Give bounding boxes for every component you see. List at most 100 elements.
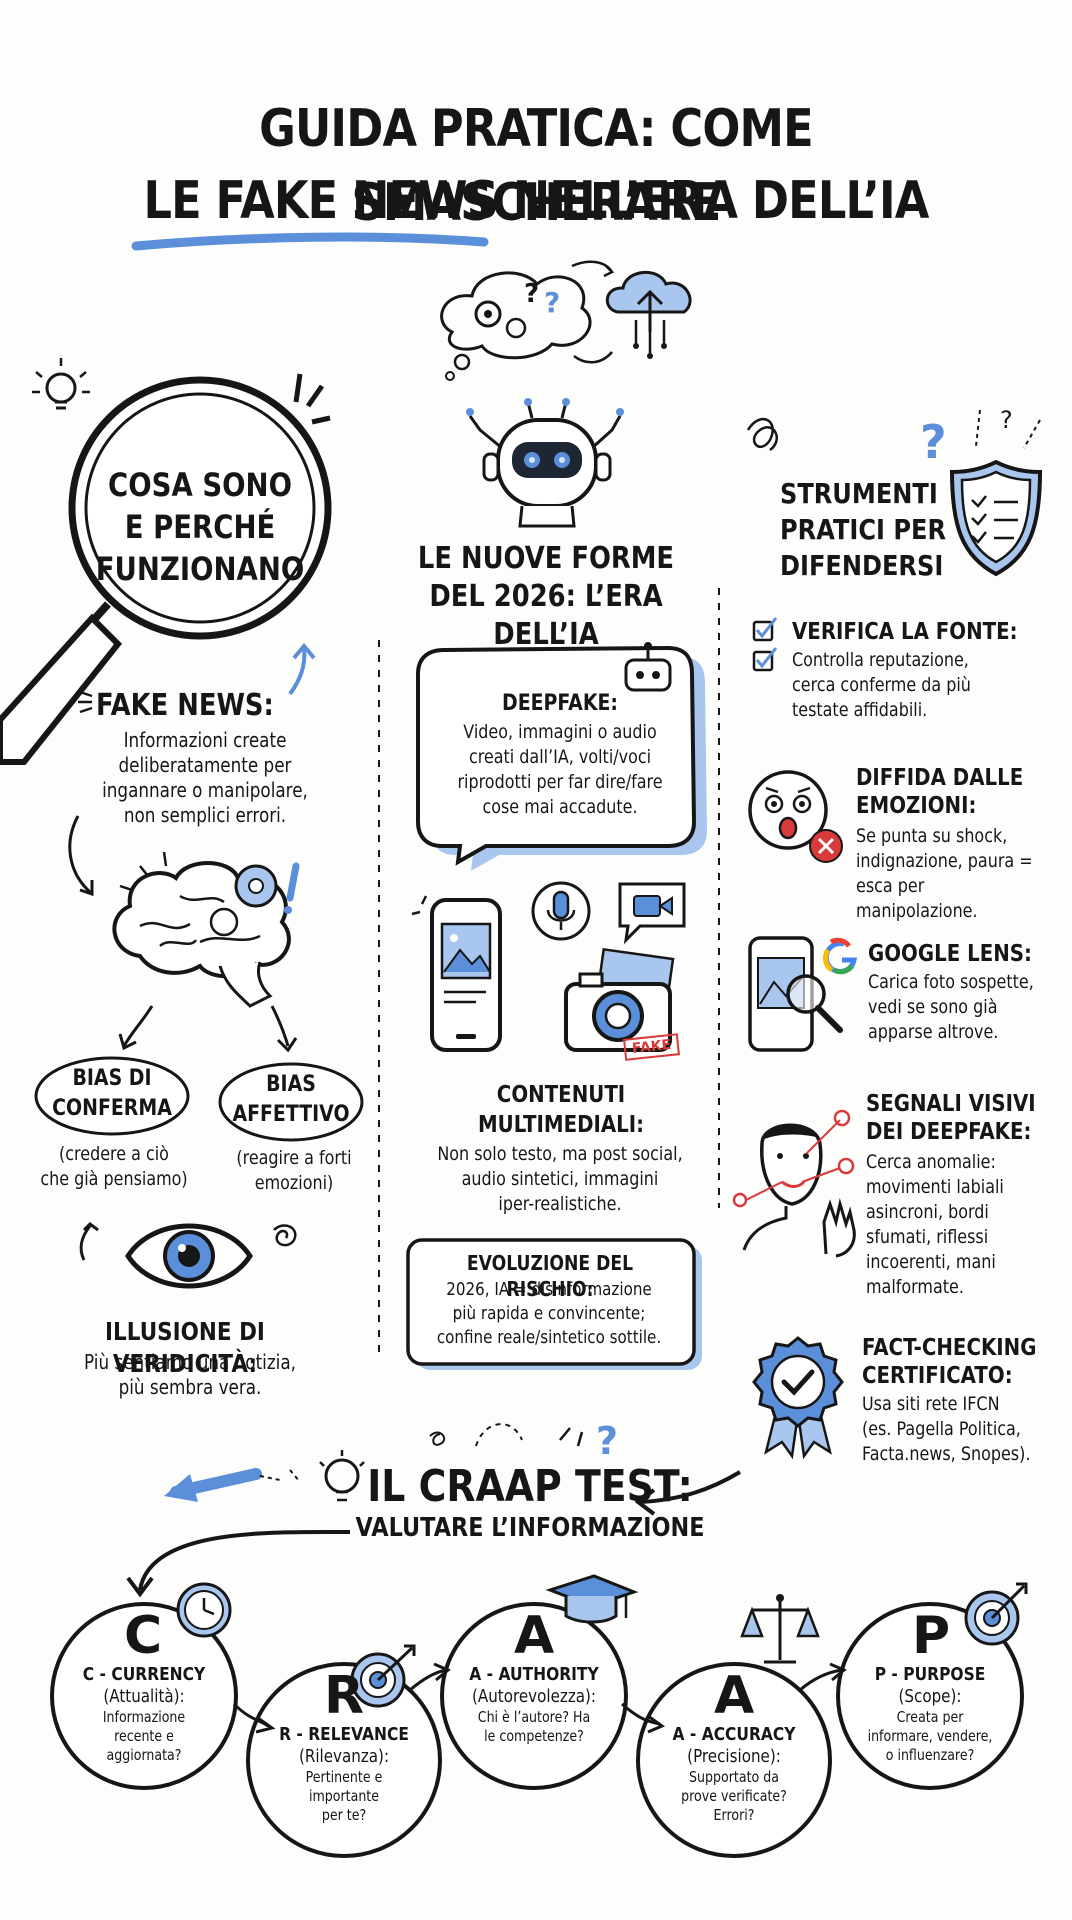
craap-desc-a-authority: le competenze?: [484, 1727, 584, 1745]
craap-name-a-accuracy: A - ACCURACY: [672, 1724, 796, 1745]
bias-conferma-desc: (credere a ciò: [59, 1143, 169, 1165]
diffida-desc: indignazione, paura =: [856, 850, 1033, 872]
craap-sub-a-authority: (Autorevolezza):: [471, 1686, 597, 1707]
fake-news-desc-line: non semplici errori.: [123, 803, 287, 827]
right-heading-line: DIFENDERSI: [780, 549, 944, 582]
lens-desc: apparse altrove.: [868, 1021, 999, 1043]
fake-news-label: FAKE NEWS:: [96, 688, 274, 723]
craap-desc-c: Informazione: [102, 1708, 186, 1726]
small-robot-icon: [624, 642, 672, 692]
eye-icon: [79, 1222, 297, 1289]
verifica-desc: cerca conferme da più: [792, 674, 971, 696]
craap-circle-p: [836, 1602, 1024, 1790]
craap-sub-c: (Attualità):: [103, 1686, 185, 1707]
center-heading-line: LE NUOVE FORME: [417, 541, 675, 576]
factcheck-label: CERTIFICATO:: [862, 1363, 1013, 1389]
fake-news-desc-line: deliberatamente per: [118, 753, 292, 777]
craap-name-a-authority: A - AUTHORITY: [469, 1664, 599, 1685]
craap-circle-a2: [636, 1662, 832, 1858]
column-divider: [718, 588, 720, 1208]
craap-desc-a-accuracy: Errori?: [713, 1806, 755, 1824]
multimedia-label: CONTENUTI: [496, 1082, 626, 1108]
bias-conferma-label: CONFERMA: [52, 1096, 172, 1121]
verifica-desc: Controlla reputazione,: [792, 649, 969, 671]
craap-letter-p: P: [912, 1606, 951, 1666]
craap-letter-r: R: [324, 1666, 365, 1726]
center-heading-line: DELL’IA: [493, 617, 599, 652]
bias-affettivo-desc: emozioni): [254, 1172, 334, 1194]
deepfake-speech-bubble: [416, 645, 707, 871]
lightbulb-icon: [32, 358, 90, 410]
right-heading-line: PRATICI PER: [780, 513, 947, 546]
deepfake-face-scan-icon: [732, 1109, 856, 1258]
craap-letter-a-authority: A: [514, 1606, 555, 1666]
lens-label: GOOGLE LENS:: [868, 941, 1032, 967]
diffida-label: EMOZIONI:: [856, 793, 977, 819]
deepfake-label: DEEPFAKE:: [502, 691, 618, 716]
title-underline: [131, 232, 489, 251]
illusione-label: ILLUSIONE DI VERIDICITÀ:: [105, 1317, 265, 1378]
multimedia-desc: Non solo testo, ma post social,: [437, 1143, 683, 1165]
craap-desc-c: recente e: [114, 1727, 174, 1745]
craap-sub-p: (Scope):: [898, 1686, 962, 1707]
thought-cloud-gears-icon: ? ?: [440, 271, 592, 381]
evoluzione-desc: confine reale/sintetico sottile.: [436, 1327, 662, 1348]
deepfake-desc: riprodotti per far dire/fare: [457, 771, 663, 793]
bias-affettivo-label: BIAS: [266, 1072, 316, 1097]
bias-conferma-bubble: [34, 1056, 190, 1136]
evoluzione-desc: 2026, IA = disinformazione: [446, 1279, 652, 1300]
evoluzione-desc: più rapida e convincente;: [452, 1303, 646, 1324]
craap-desc-a-accuracy: Supportato da: [689, 1768, 779, 1786]
illusione-desc: più sembra vera.: [118, 1375, 262, 1399]
bias-affettivo-label: AFFETTIVO: [232, 1102, 350, 1127]
svg-text:?: ?: [920, 415, 947, 469]
checkbox-icons: [752, 617, 778, 672]
certified-badge-icon: [752, 1336, 844, 1460]
deepfake-desc: creati dall’IA, volti/voci: [468, 746, 652, 768]
craap-name-r: R - RELEVANCE: [279, 1724, 409, 1745]
bias-affettivo-desc: (reagire a forti: [236, 1147, 352, 1169]
magnifier-heading-line: COSA SONO: [108, 466, 292, 504]
magnifier-heading-line: FUNZIONANO: [95, 550, 305, 588]
scribble-question-icons: ? ?: [746, 406, 1041, 469]
robot-head-icon: [466, 398, 624, 528]
deepfake-desc: cose mai accadute.: [482, 796, 638, 818]
craap-circle-a1: [440, 1602, 628, 1790]
craap-desc-p: informare, vendere,: [867, 1727, 993, 1745]
craap-letter-c: C: [124, 1606, 163, 1666]
segnali-label: DEI DEEPFAKE:: [866, 1119, 1032, 1145]
factcheck-desc: Facta.news, Snopes).: [862, 1443, 1031, 1465]
evoluzione-box: [406, 1238, 702, 1370]
svg-text:?: ?: [544, 286, 560, 319]
factcheck-desc: Usa siti rete IFCN: [862, 1393, 1000, 1415]
shield-checklist-icon: [949, 459, 1043, 577]
factcheck-label: FACT-CHECKING: [862, 1335, 1037, 1361]
segnali-desc: incoerenti, mani: [866, 1251, 996, 1273]
magnifier-heading-line: E PERCHÉ: [124, 508, 276, 546]
lens-desc: vedi se sono già: [868, 996, 998, 1018]
segnali-desc: malformate.: [866, 1276, 964, 1298]
curved-arrow-down-icon: [68, 815, 94, 897]
diffida-desc: Se punta su shock,: [856, 825, 1008, 847]
segnali-desc: asincroni, bordi: [866, 1201, 989, 1223]
fake-news-desc-line: Informazioni create: [123, 728, 287, 752]
verifica-label: VERIFICA LA FONTE:: [792, 619, 1018, 645]
svg-text:?: ?: [596, 1419, 618, 1463]
bias-conferma-label: BIAS DI: [72, 1066, 152, 1091]
craap-desc-c: aggiornata?: [106, 1746, 182, 1764]
craap-desc-a-accuracy: prove verificate?: [681, 1787, 787, 1805]
emphasis-lines-icon: [78, 690, 93, 714]
multimedia-desc: audio sintetici, immagini: [461, 1168, 659, 1190]
craap-name-p: P - PURPOSE: [874, 1664, 986, 1685]
brain-gears-icon: [112, 851, 300, 1008]
shocked-face-icon: [748, 770, 843, 863]
evoluzione-label: EVOLUZIONE DEL RISCHIO:: [466, 1251, 634, 1301]
main-title-line2: LE FAKE NEWS NELL’ERA DELL’IA: [143, 171, 929, 231]
svg-text:?: ?: [524, 279, 539, 309]
deepfake-desc: Video, immagini o audio: [463, 721, 657, 743]
craap-desc-p: Creata per: [896, 1708, 964, 1726]
multimedia-label: MULTIMEDIALI:: [477, 1112, 645, 1138]
craap-desc-r: per te?: [321, 1806, 367, 1824]
fake-news-desc-line: ingannare o manipolare,: [102, 778, 308, 802]
brain-split-arrows-icon: [118, 1005, 298, 1053]
